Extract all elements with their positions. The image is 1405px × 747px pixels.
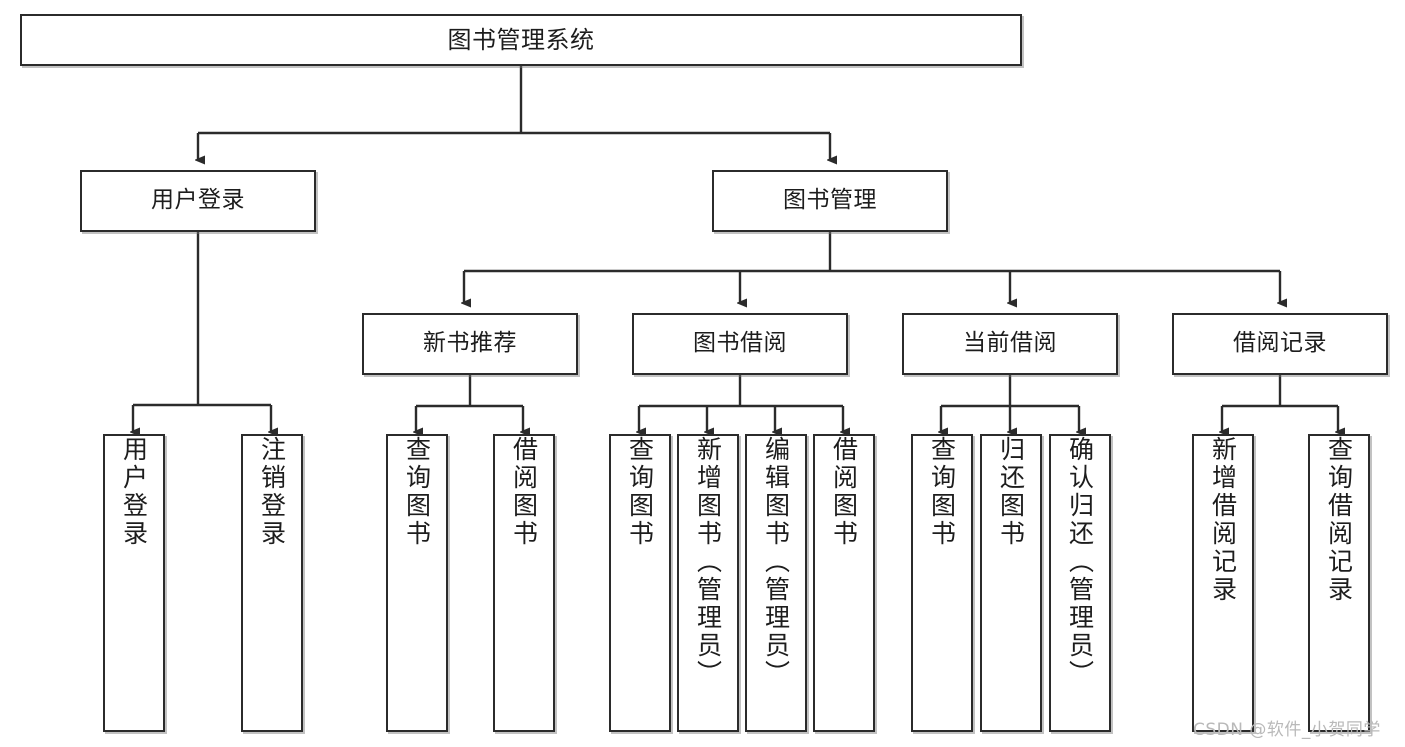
node-label: 图书借阅 <box>693 330 787 357</box>
node-label: 借阅图书 <box>509 436 539 548</box>
node-new-book-recommend[interactable]: 新书推荐 <box>362 313 578 375</box>
watermark-text: CSDN @软件_小贺同学 <box>1193 720 1381 740</box>
node-label: 借阅记录 <box>1233 330 1327 357</box>
leaf-return-book[interactable]: 归还图书 <box>980 434 1042 732</box>
node-label: 新书推荐 <box>423 330 517 357</box>
leaf-query-borrow-record[interactable]: 查询借阅记录 <box>1308 434 1370 732</box>
node-label: 当前借阅 <box>963 330 1057 357</box>
node-label: 查询借阅记录 <box>1324 436 1354 604</box>
node-current-borrow[interactable]: 当前借阅 <box>902 313 1118 375</box>
node-label: 查询图书 <box>402 436 432 548</box>
leaf-edit-book-admin[interactable]: 编辑图书（管理员） <box>745 434 807 732</box>
node-label: 用户登录 <box>119 436 149 548</box>
leaf-logout[interactable]: 注销登录 <box>241 434 303 732</box>
node-label: 图书管理系统 <box>447 25 595 54</box>
node-borrow-record[interactable]: 借阅记录 <box>1172 313 1388 375</box>
node-label: 借阅图书 <box>829 436 859 548</box>
leaf-borrow-book-recommend[interactable]: 借阅图书 <box>493 434 555 732</box>
leaf-confirm-return-admin[interactable]: 确认归还（管理员） <box>1049 434 1111 732</box>
node-label: 新增图书（管理员） <box>693 436 723 688</box>
node-label: 图书管理 <box>783 187 877 214</box>
leaf-user-login[interactable]: 用户登录 <box>103 434 165 732</box>
leaf-add-borrow-record[interactable]: 新增借阅记录 <box>1192 434 1254 732</box>
node-label: 编辑图书（管理员） <box>761 436 791 688</box>
leaf-query-book-borrow[interactable]: 查询图书 <box>609 434 671 732</box>
node-book-management[interactable]: 图书管理 <box>712 170 948 232</box>
leaf-borrow-book[interactable]: 借阅图书 <box>813 434 875 732</box>
node-label: 查询图书 <box>625 436 655 548</box>
node-user-login[interactable]: 用户登录 <box>80 170 316 232</box>
node-label: 确认归还（管理员） <box>1065 436 1095 688</box>
node-book-borrow[interactable]: 图书借阅 <box>632 313 848 375</box>
node-label: 归还图书 <box>996 436 1026 548</box>
leaf-query-book-recommend[interactable]: 查询图书 <box>386 434 448 732</box>
leaf-query-book-current[interactable]: 查询图书 <box>911 434 973 732</box>
node-root-system[interactable]: 图书管理系统 <box>20 14 1022 66</box>
node-label: 新增借阅记录 <box>1208 436 1238 604</box>
node-label: 查询图书 <box>927 436 957 548</box>
leaf-add-book-admin[interactable]: 新增图书（管理员） <box>677 434 739 732</box>
node-label: 用户登录 <box>151 187 245 214</box>
node-label: 注销登录 <box>257 436 287 548</box>
